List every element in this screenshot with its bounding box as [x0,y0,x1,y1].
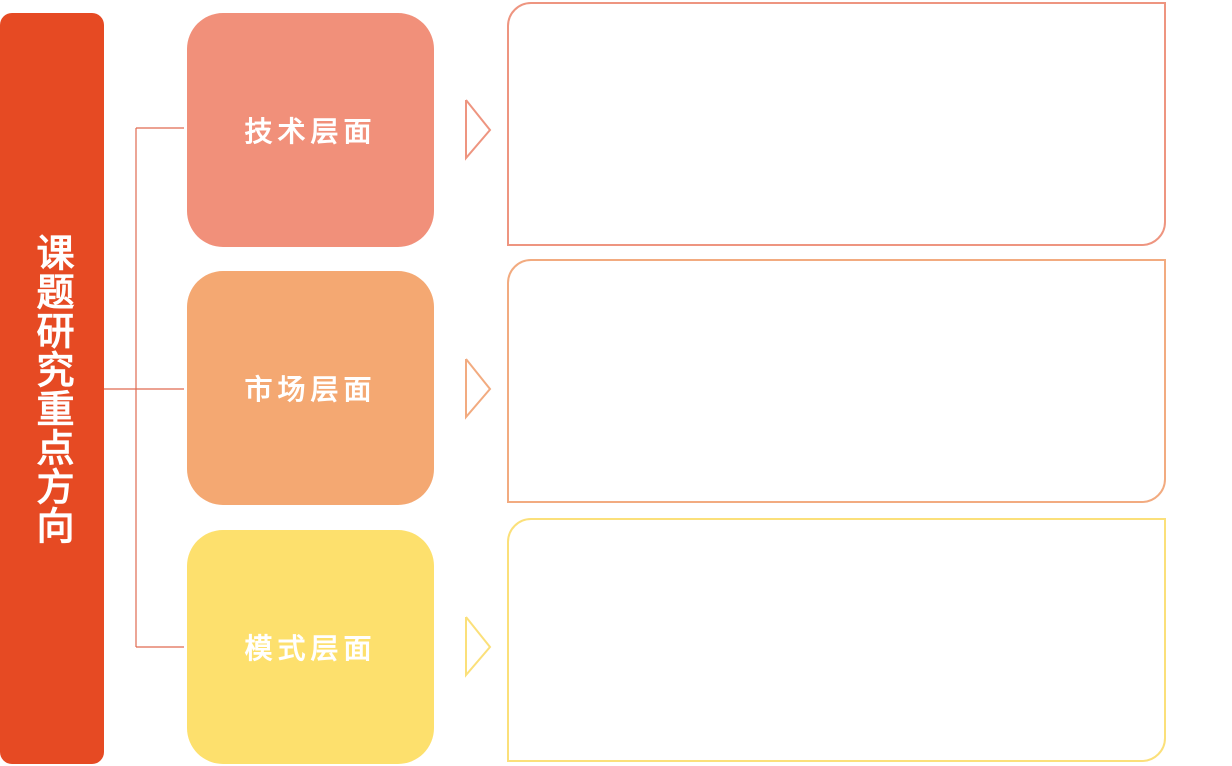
chevron-right-icon [465,99,492,161]
category-box-market: 市场层面 [187,271,434,505]
content-box-market [507,259,1166,503]
chevron-right-icon [465,616,492,678]
root-topic-box: 课题研究重点方向 [0,13,104,764]
content-box-technology [507,2,1166,246]
category-box-model: 模式层面 [187,530,434,764]
category-label-model: 模式层面 [244,632,377,665]
connector-bracket [104,127,184,648]
category-box-technology: 技术层面 [187,13,434,247]
chevron-right-icon [465,358,492,420]
root-topic-title: 课题研究重点方向 [30,232,74,545]
category-label-technology: 技术层面 [244,115,377,148]
category-label-market: 市场层面 [244,373,377,406]
content-box-model [507,518,1166,762]
